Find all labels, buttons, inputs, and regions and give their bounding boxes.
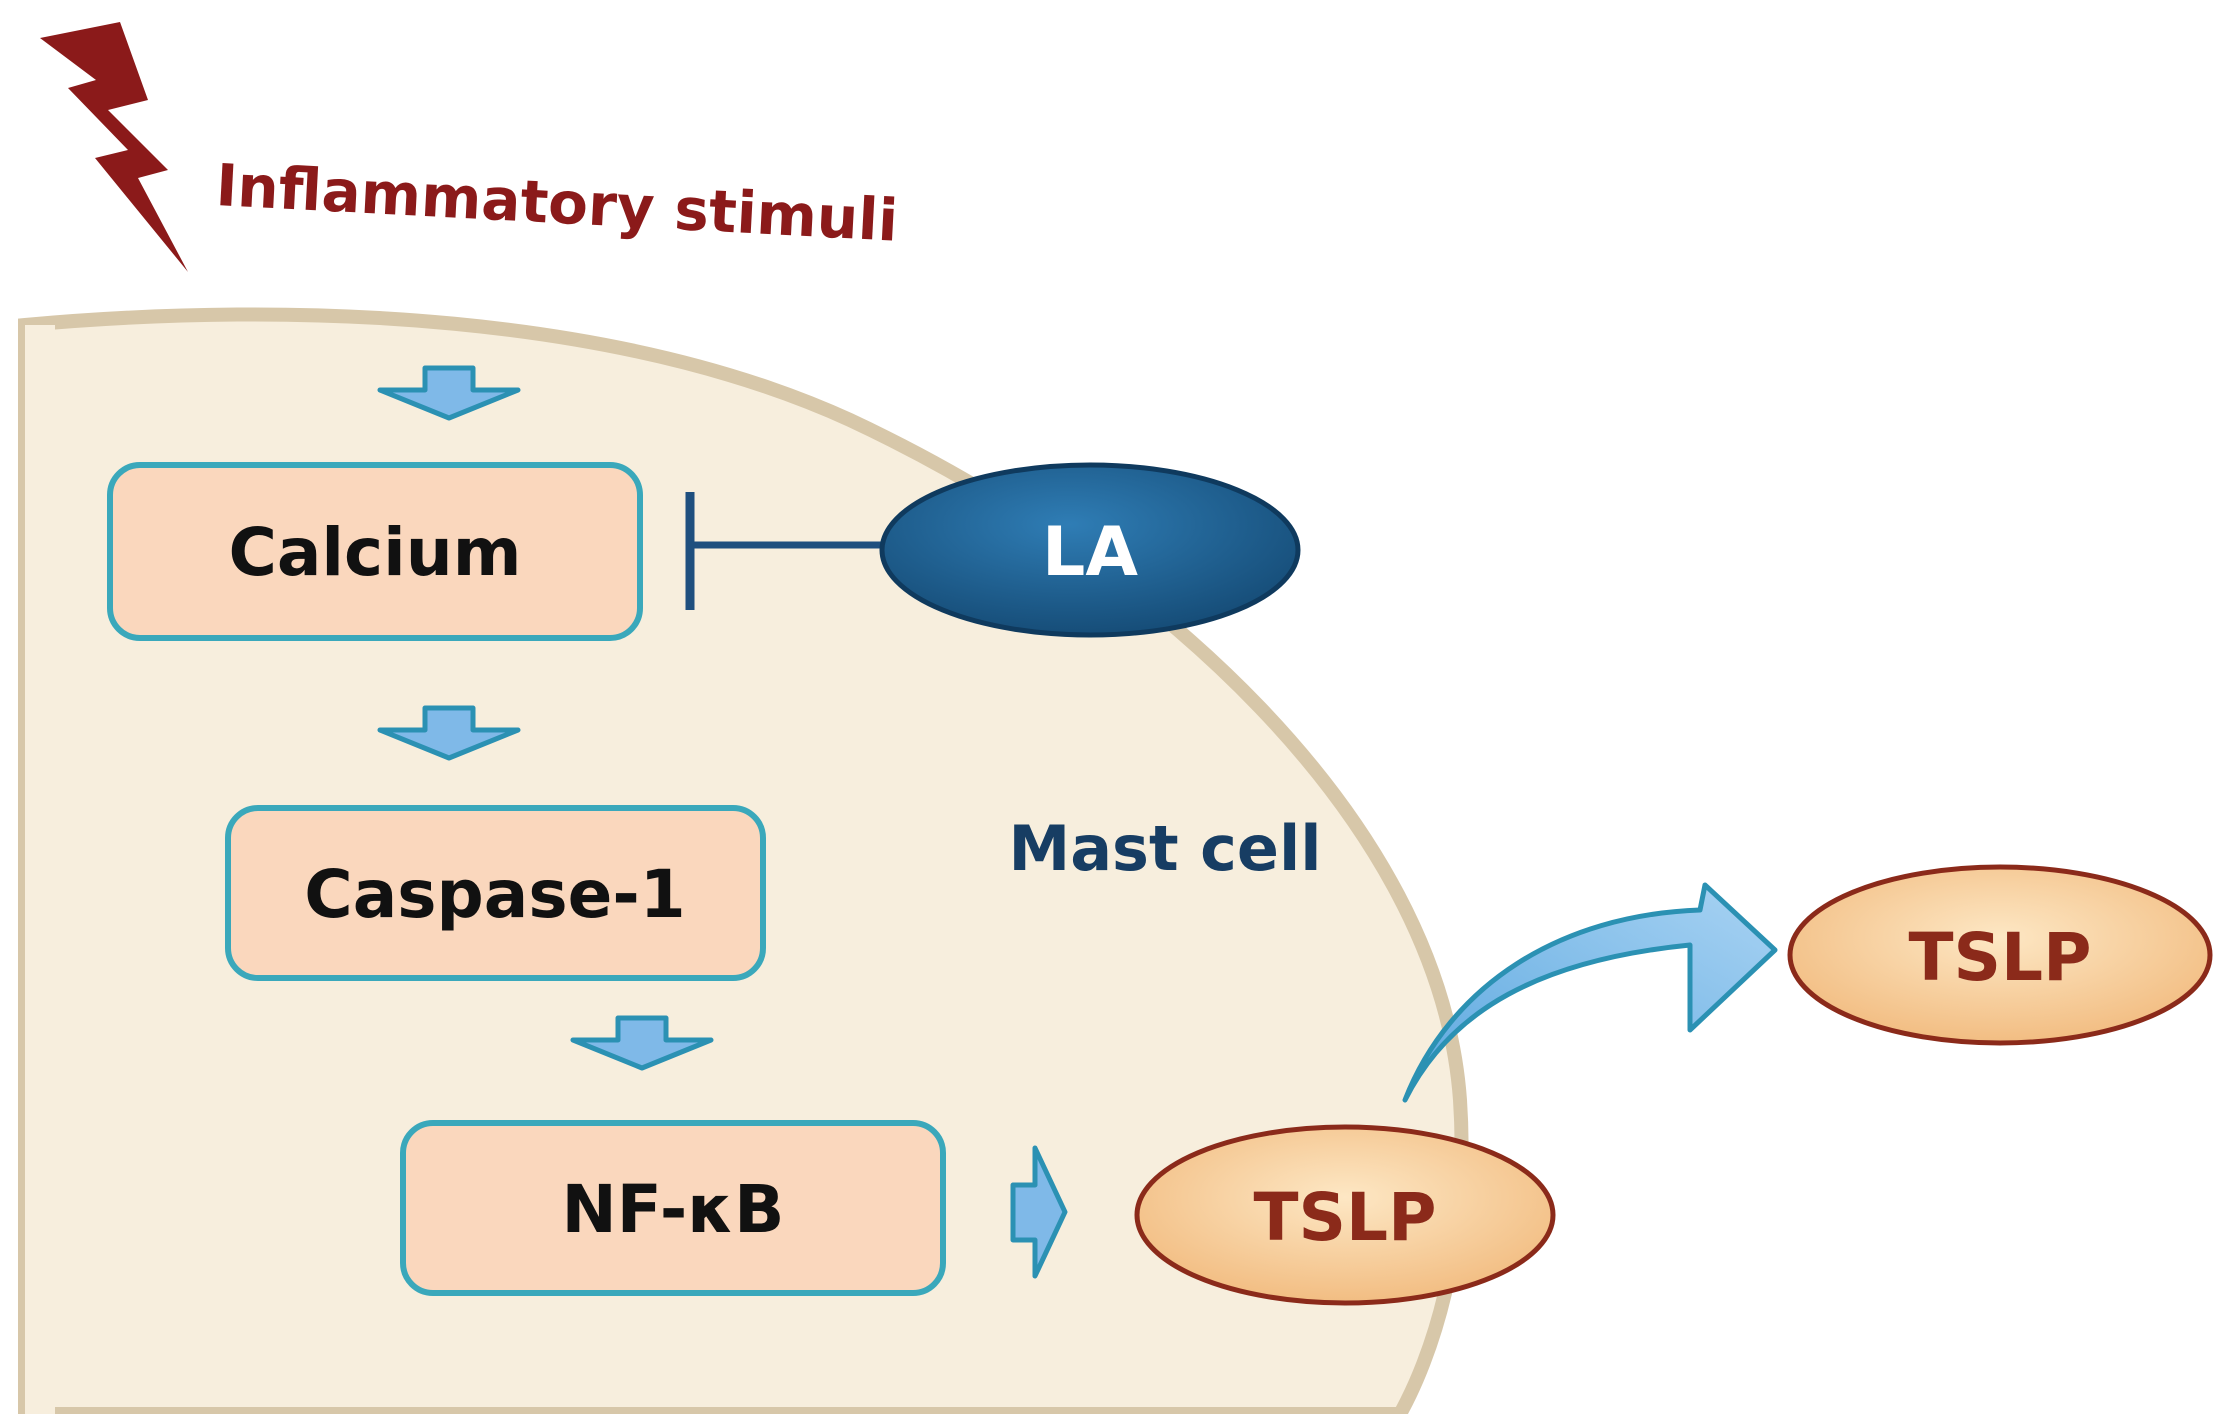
export-curved-arrow xyxy=(1402,882,1778,1103)
tslp-outside-label: TSLP xyxy=(1909,919,2092,996)
mast-cell-label: Mast cell xyxy=(1009,812,1322,885)
calcium-box xyxy=(107,462,643,641)
stimulus-label: Inflammatory stimuli xyxy=(214,151,899,255)
calcium-label: Calcium xyxy=(228,514,521,591)
lightning-bolt-icon xyxy=(40,22,188,272)
mast-cell-left-fill xyxy=(25,325,55,1414)
down-arrow-1 xyxy=(377,365,521,421)
tslp-outside-ellipse xyxy=(1787,864,2213,1046)
right-arrow xyxy=(1010,1145,1068,1279)
nfkb-box xyxy=(400,1120,946,1296)
down-arrow-2 xyxy=(377,705,521,761)
tslp-inside-label: TSLP xyxy=(1254,1179,1437,1256)
tslp-inside-ellipse xyxy=(1134,1124,1556,1306)
la-label: LA xyxy=(1042,513,1138,592)
caspase-label: Caspase-1 xyxy=(304,856,685,933)
down-arrow-3 xyxy=(570,1015,714,1071)
caspase-box xyxy=(225,805,766,981)
la-ellipse xyxy=(879,462,1301,638)
nfkb-label: NF-κB xyxy=(562,1171,785,1248)
